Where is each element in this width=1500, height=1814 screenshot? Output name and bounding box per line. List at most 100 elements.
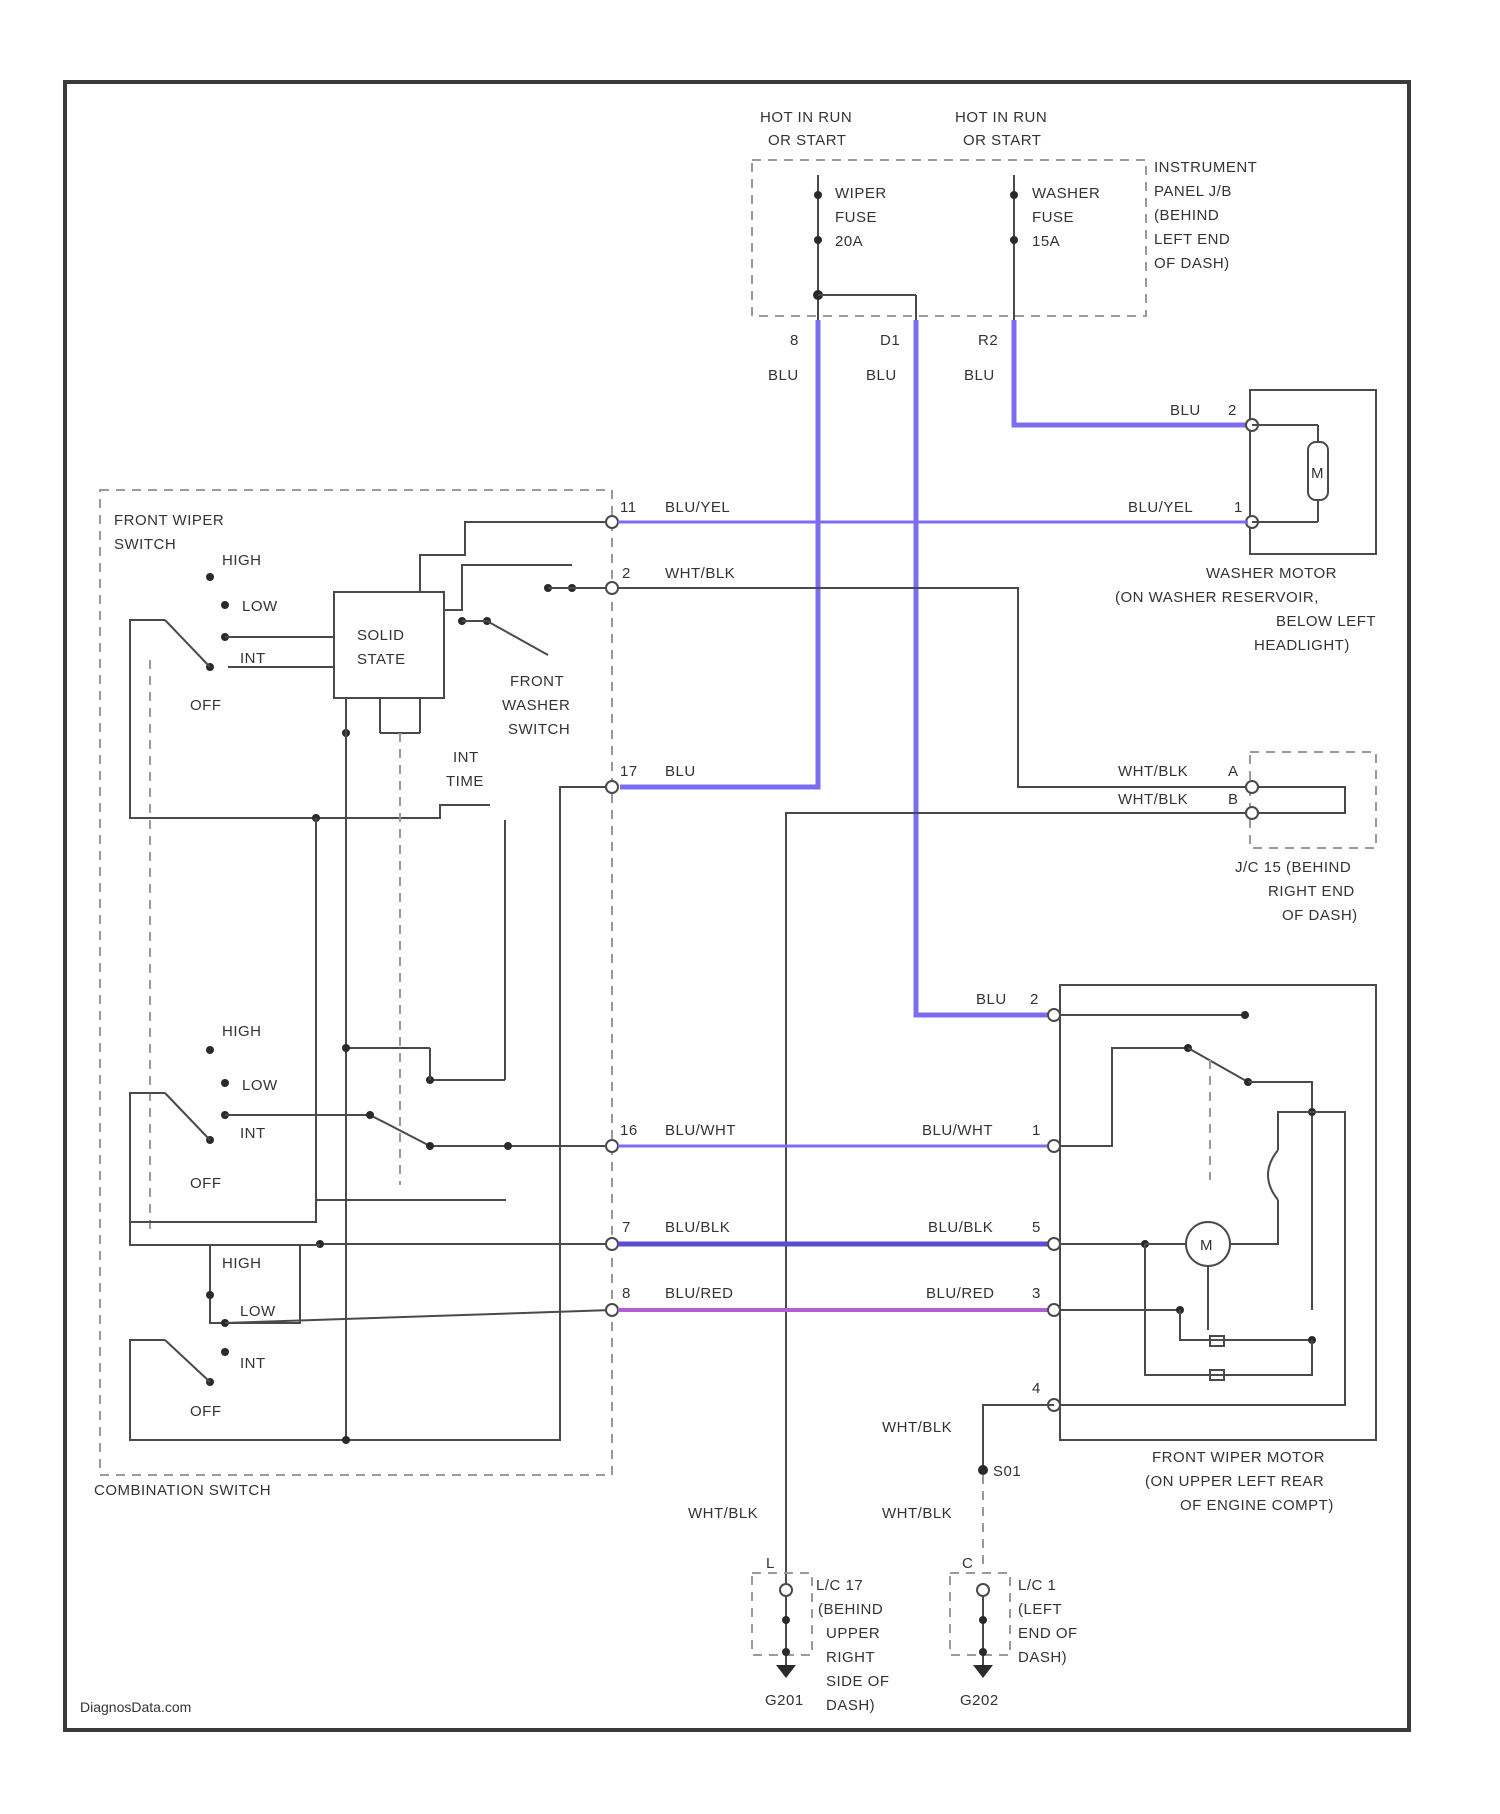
wm-pin2: 2 — [1030, 991, 1039, 1008]
wm-pin1: 1 — [1032, 1122, 1041, 1139]
splice-label: S01 — [993, 1463, 1021, 1480]
wiper-motor-symbol: M — [1200, 1237, 1213, 1254]
fuse-box-label-3: (BEHIND — [1154, 207, 1219, 224]
wm-pin4: 4 — [1032, 1380, 1041, 1397]
mid-switch-high: HIGH — [222, 1023, 262, 1040]
jc-pin-b: B — [1228, 791, 1239, 808]
wm-pin2-wire: BLU — [976, 991, 1007, 1008]
cs-pin-17: 17 — [620, 763, 638, 780]
cs-wire-11: BLU/YEL — [665, 499, 730, 516]
cs-pin-8: 8 — [622, 1285, 631, 1302]
bottom-switch-int: INT — [240, 1355, 266, 1372]
top-switch-int: INT — [240, 650, 266, 667]
fuse-box: HOT IN RUN OR START HOT IN RUN OR START … — [752, 109, 1257, 384]
wm-pin3-wire: BLU/RED — [926, 1285, 995, 1302]
wm-pin1-wire: BLU/WHT — [922, 1122, 993, 1139]
fuse-wire-c: BLU — [964, 367, 995, 384]
hot-label-left-1: HOT IN RUN — [760, 109, 852, 126]
cs-wire-7: BLU/BLK — [665, 1219, 730, 1236]
washer-motor-label-2: (ON WASHER RESERVOIR, — [1115, 589, 1319, 606]
washer-motor-symbol: M — [1311, 465, 1324, 482]
left-label-2: (BEHIND — [818, 1601, 883, 1618]
jc-label-1: J/C 15 (BEHIND — [1235, 859, 1351, 876]
wm-label-3: OF ENGINE COMPT) — [1180, 1497, 1334, 1514]
fuse-pin-a: 8 — [790, 332, 799, 349]
wm-label-2: (ON UPPER LEFT REAR — [1145, 1473, 1324, 1490]
washer-motor-label-4: HEADLIGHT) — [1254, 637, 1350, 654]
right-label-3: END OF — [1018, 1625, 1078, 1642]
left-label-4: RIGHT — [826, 1649, 875, 1666]
right-label-2: (LEFT — [1018, 1601, 1062, 1618]
left-label-1: L/C 17 — [816, 1577, 863, 1594]
right-conn-pin: C — [962, 1555, 973, 1572]
washer-motor-label-1: WASHER MOTOR — [1206, 565, 1337, 582]
wire-wht-blk-switch — [618, 588, 1248, 787]
jc-pin-a: A — [1228, 763, 1239, 780]
front-wiper-motor: M BLU 2 BLU/WHT 1 BLU/BLK 5 BLU/RED 3 4 … — [922, 985, 1376, 1514]
cs-wire-8: BLU/RED — [665, 1285, 734, 1302]
left-conn-pin: L — [766, 1555, 775, 1572]
wiper-fuse-2: FUSE — [835, 209, 877, 226]
wm-pin5: 5 — [1032, 1219, 1041, 1236]
right-ground: G202 — [960, 1692, 999, 1709]
right-label-4: DASH) — [1018, 1649, 1067, 1666]
left-label-5: SIDE OF — [826, 1673, 890, 1690]
cs-wire-17: BLU — [665, 763, 696, 780]
wm-pin5-wire: BLU/BLK — [928, 1219, 993, 1236]
ground-wire-left: WHT/BLK — [688, 1505, 758, 1522]
mid-switch-int: INT — [240, 1125, 266, 1142]
wm-ground-wire: WHT/BLK — [882, 1419, 952, 1436]
int-time-2: TIME — [446, 773, 484, 790]
front-wiper-switch-1: FRONT WIPER — [114, 512, 224, 529]
fuse-pin-b: D1 — [880, 332, 900, 349]
washer-pin2-wire: BLU — [1170, 402, 1201, 419]
cs-pin-16: 16 — [620, 1122, 638, 1139]
solid-state-2: STATE — [357, 651, 406, 668]
fuse-wire-a: BLU — [768, 367, 799, 384]
cs-pin-7: 7 — [622, 1219, 631, 1236]
int-time-1: INT — [453, 749, 479, 766]
right-label-1: L/C 1 — [1018, 1577, 1056, 1594]
fuse-wire-b: BLU — [866, 367, 897, 384]
washer-fuse-1: WASHER — [1032, 185, 1100, 202]
left-label-3: UPPER — [826, 1625, 880, 1642]
washer-pin1: 1 — [1234, 499, 1243, 516]
front-wiper-switch-2: SWITCH — [114, 536, 176, 553]
wiper-fuse-1: WIPER — [835, 185, 887, 202]
combination-switch: COMBINATION SWITCH FRONT WIPER SWITCH HI… — [94, 490, 736, 1499]
ground-wire-right: WHT/BLK — [882, 1505, 952, 1522]
washer-pin1-wire: BLU/YEL — [1128, 499, 1193, 516]
cs-pin-2: 2 — [622, 565, 631, 582]
left-ground: G201 — [765, 1692, 804, 1709]
wiper-fuse-3: 20A — [835, 233, 863, 250]
front-washer-switch-2: WASHER — [502, 697, 570, 714]
junction-connector: WHT/BLK A WHT/BLK B J/C 15 (BEHIND RIGHT… — [1118, 752, 1376, 924]
front-washer-switch-3: SWITCH — [508, 721, 570, 738]
watermark: DiagnosData.com — [80, 1699, 191, 1715]
front-washer-switch-1: FRONT — [510, 673, 564, 690]
hot-label-right-1: HOT IN RUN — [955, 109, 1047, 126]
jc-label-2: RIGHT END — [1268, 883, 1355, 900]
wm-label-1: FRONT WIPER MOTOR — [1152, 1449, 1325, 1466]
top-switch-low: LOW — [242, 598, 278, 615]
power-wires — [620, 320, 1248, 1015]
hot-label-left-2: OR START — [768, 132, 846, 149]
cs-pin-11: 11 — [620, 499, 637, 516]
fuse-box-label-4: LEFT END — [1154, 231, 1230, 248]
cs-wire-2: WHT/BLK — [665, 565, 735, 582]
solid-state-1: SOLID — [357, 627, 405, 644]
jc-pin-a-wire: WHT/BLK — [1118, 763, 1188, 780]
grounds: WHT/BLK S01 WHT/BLK WHT/BLK L G201 L/C 1… — [688, 1405, 1078, 1714]
wm-pin3: 3 — [1032, 1285, 1041, 1302]
fuse-box-label-1: INSTRUMENT — [1154, 159, 1257, 176]
top-switch-off: OFF — [190, 697, 222, 714]
washer-fuse-2: FUSE — [1032, 209, 1074, 226]
mid-switch-off: OFF — [190, 1175, 222, 1192]
hot-label-right-2: OR START — [963, 132, 1041, 149]
bottom-switch-off: OFF — [190, 1403, 222, 1420]
top-switch-high: HIGH — [222, 552, 262, 569]
fuse-pin-c: R2 — [978, 332, 998, 349]
wire-blu-wiper-switch — [620, 320, 818, 787]
fuse-box-label-2: PANEL J/B — [1154, 183, 1232, 200]
